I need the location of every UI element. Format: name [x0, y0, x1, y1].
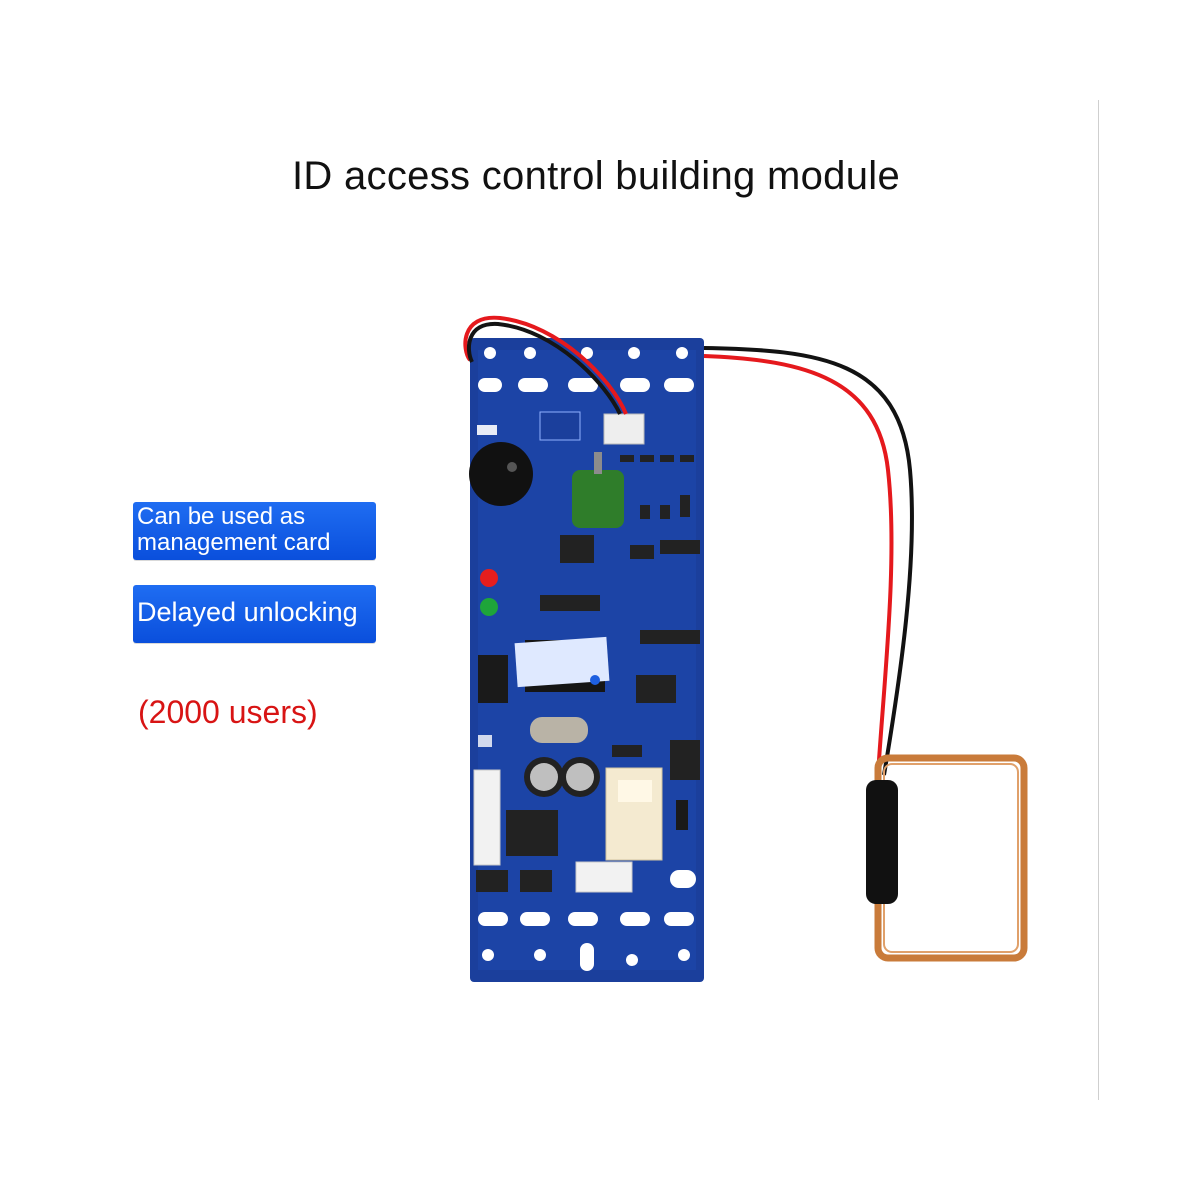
- board-wire-red: [463, 315, 628, 415]
- feature-label: Can be used as management card: [137, 503, 331, 556]
- product-photo: [463, 315, 1028, 982]
- chip-label-sticker: [514, 636, 610, 688]
- heat-shrink: [866, 780, 898, 904]
- antenna-coil: [874, 754, 1028, 962]
- crystal: [530, 717, 588, 743]
- red-led: [480, 569, 498, 587]
- antenna-wire-red: [703, 354, 894, 776]
- buzzer: [469, 442, 533, 506]
- green-led: [480, 598, 498, 616]
- page-title: ID access control building module: [292, 154, 900, 198]
- feature-label: Delayed unlocking: [137, 597, 358, 627]
- white-connector: [473, 769, 501, 866]
- feature-badge-delayed-unlocking: Delayed unlocking: [133, 585, 376, 643]
- user-capacity-text: (2000 users): [138, 694, 318, 730]
- white-connector: [575, 861, 633, 893]
- divider-line: [1098, 100, 1099, 1100]
- board-wire-black: [466, 321, 622, 415]
- feature-badge-management-card: Can be used as management card: [133, 502, 376, 560]
- green-capacitor: [572, 470, 624, 528]
- antenna-wire-black: [703, 346, 914, 776]
